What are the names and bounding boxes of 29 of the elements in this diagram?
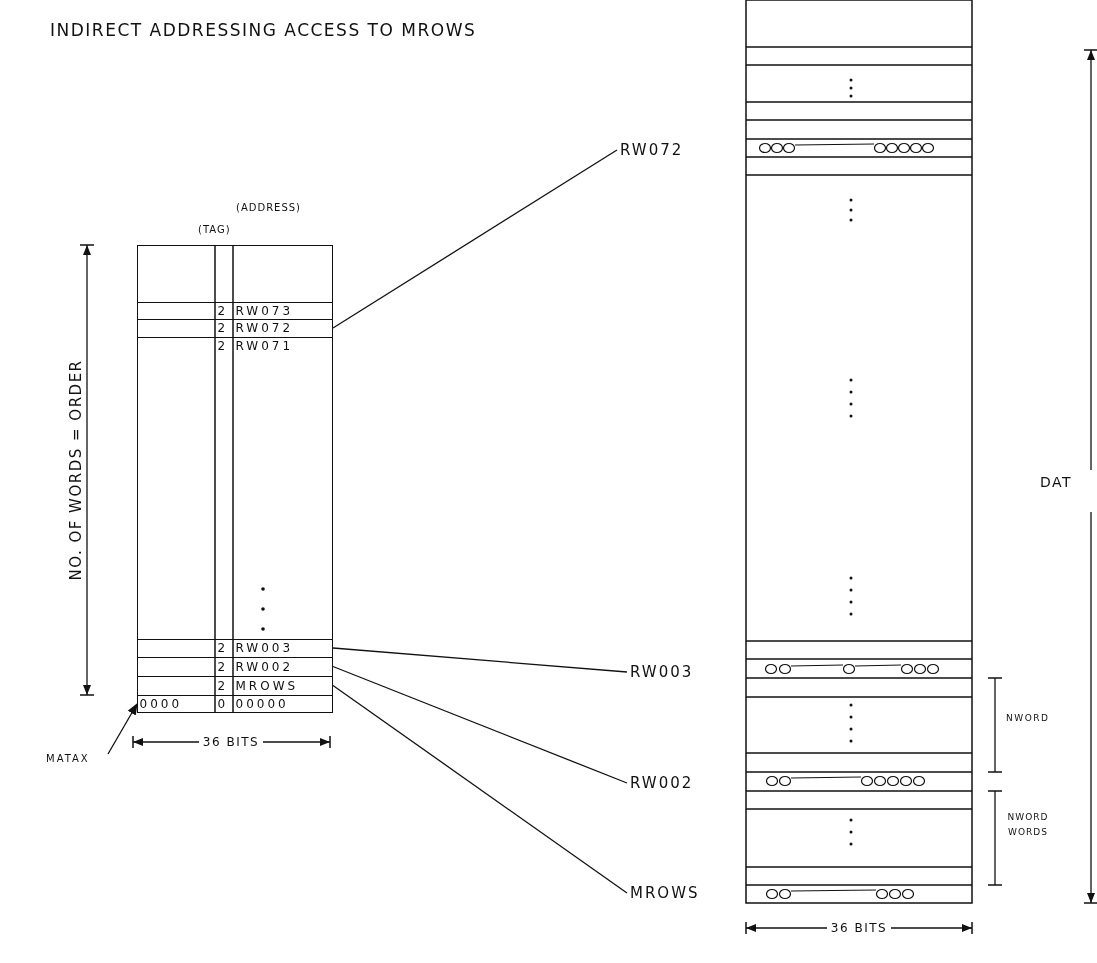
address-value: RW002 (235, 658, 295, 676)
arrow (107, 703, 138, 755)
address-value: RW003 (235, 640, 295, 657)
row-label: MROWS (630, 884, 716, 902)
address-value: 0000 (139, 696, 184, 713)
address-value: RW072 (235, 320, 295, 337)
dimension-label: DAT (1040, 474, 1073, 490)
leader-line (332, 149, 618, 329)
tag-value: 2 (217, 337, 230, 354)
leader-line (332, 684, 628, 894)
address-value: 00000 (235, 696, 290, 713)
tag-value: 0 (217, 696, 230, 713)
row-label: RW072 (620, 141, 702, 159)
address-value: RW073 (235, 302, 295, 319)
tag-value: 2 (217, 677, 230, 695)
diagram-title: INDIRECT ADDRESSING ACCESS TO MROWS (50, 20, 477, 40)
address-value: RW071 (235, 337, 295, 354)
tag-value: 2 (217, 658, 230, 676)
column-heading: (TAG) (198, 224, 231, 235)
tag-value: 2 (217, 640, 230, 657)
leader-line (332, 647, 628, 673)
leader-line (332, 665, 628, 784)
row-label: MATAX (46, 750, 108, 766)
row-label: RW002 (630, 774, 710, 792)
address-value: MROWS (235, 677, 300, 695)
tag-value: 2 (217, 302, 230, 319)
row-label: RW003 (630, 663, 710, 681)
tag-value: 2 (217, 320, 230, 337)
column-heading: (ADDRESS) (236, 202, 301, 213)
